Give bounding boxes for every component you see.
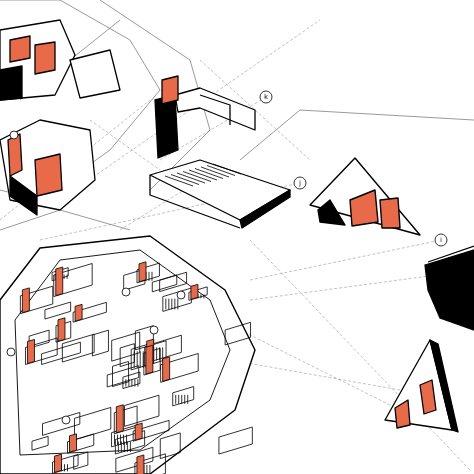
- triangle-room: [310, 158, 420, 235]
- right-block: [425, 246, 474, 330]
- callout-letter: j: [299, 180, 301, 187]
- main-building: [0, 236, 255, 474]
- callout-marker: k: [260, 91, 272, 103]
- callout-rings: [7, 91, 447, 424]
- site-lines: [0, 0, 474, 230]
- top-left-rooms: [0, 20, 120, 215]
- callout-ring: [294, 177, 306, 189]
- callout-ring: [435, 234, 447, 246]
- callout-marker: j: [294, 177, 306, 189]
- bottom-right-room: [385, 340, 458, 432]
- callout-letter: i: [440, 237, 442, 244]
- main-building-detail: [20, 263, 252, 474]
- room-k: [155, 76, 255, 158]
- main-building-walls: [22, 262, 198, 474]
- stair-j: [150, 160, 290, 228]
- callout-ring: [260, 91, 272, 103]
- callout-marker: i: [435, 234, 447, 246]
- callout-letter: k: [264, 94, 268, 101]
